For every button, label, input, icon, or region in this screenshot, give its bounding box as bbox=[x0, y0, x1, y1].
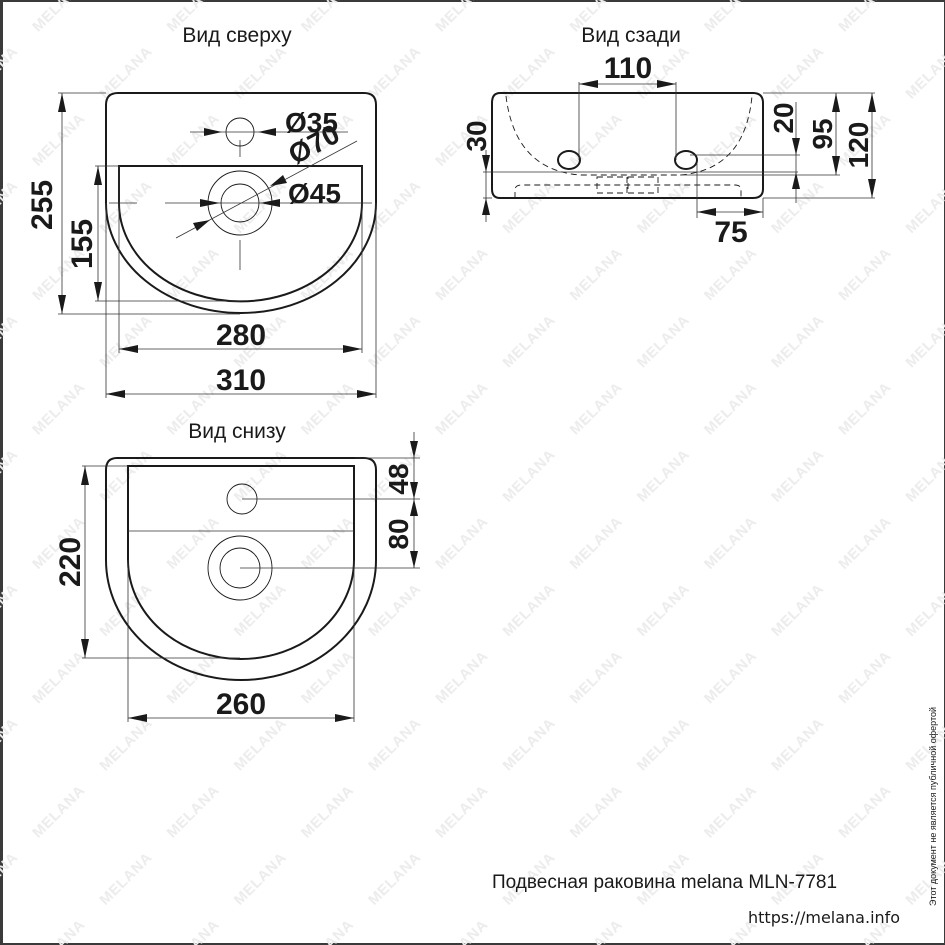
mount-hole-left bbox=[557, 150, 581, 170]
bottom-offset-label: 30 bbox=[461, 120, 492, 151]
bottom-view-inner bbox=[127, 465, 355, 660]
tap-hole-offset-label: 48 bbox=[383, 463, 414, 494]
overall-height-label: 120 bbox=[843, 122, 874, 169]
bowl-width-label: 280 bbox=[216, 319, 266, 352]
website-link[interactable]: https://melana.info bbox=[748, 908, 901, 927]
top-view-outline bbox=[105, 92, 377, 314]
hole-from-side-label: 75 bbox=[714, 216, 747, 249]
drain-inner-diameter-label: Ø45 bbox=[288, 178, 341, 209]
mount-hole-right bbox=[674, 150, 698, 170]
drain-offset-label: 80 bbox=[383, 518, 414, 549]
disclaimer-text: Этот документ не является публичной офер… bbox=[928, 706, 938, 906]
top-view-bowl bbox=[118, 165, 363, 303]
mount-hole-spacing-label: 110 bbox=[604, 52, 652, 85]
drain-inner bbox=[220, 183, 260, 223]
top-view-title: Вид сверху bbox=[182, 24, 292, 47]
back-view-outline bbox=[491, 92, 764, 199]
bowl-height-label: 95 bbox=[807, 118, 838, 149]
bottom-view: Вид снизу 48 80 220 260 bbox=[54, 420, 420, 722]
back-view: Вид сзади 110 30 20 95 bbox=[461, 24, 876, 249]
tap-hole-diameter-label: Ø35 bbox=[285, 107, 338, 138]
bottom-depth-label: 220 bbox=[54, 537, 87, 587]
product-title: Подвесная раковина melana MLN-7781 bbox=[492, 872, 838, 893]
back-view-title: Вид сзади bbox=[581, 24, 681, 47]
bottom-view-title: Вид снизу bbox=[188, 420, 286, 443]
hole-from-top-label: 20 bbox=[768, 102, 799, 133]
bowl-depth-label: 155 bbox=[66, 219, 99, 269]
bottom-view-outline bbox=[105, 457, 377, 681]
overall-depth-label: 255 bbox=[26, 180, 59, 230]
bottom-width-label: 260 bbox=[216, 688, 266, 721]
overall-width-label: 310 bbox=[216, 364, 266, 397]
